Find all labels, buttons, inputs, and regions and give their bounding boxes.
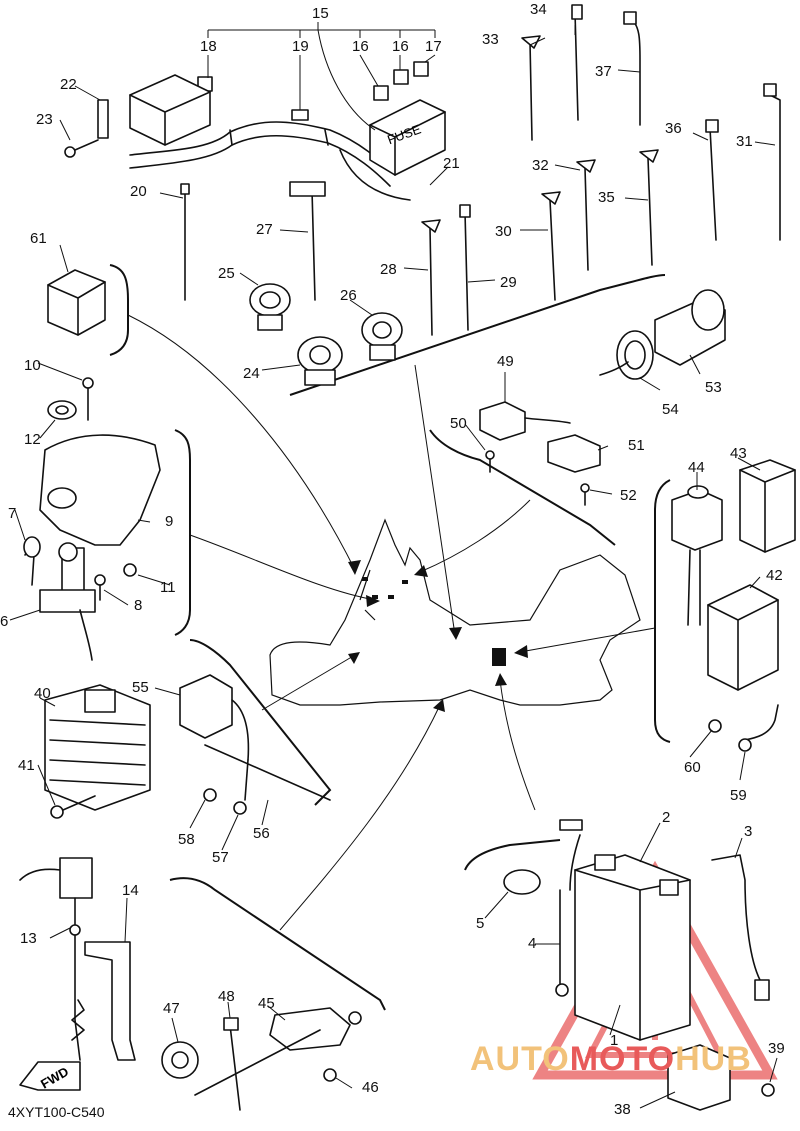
relay-38 — [667, 1044, 775, 1111]
drawing-code: 4XYT100-C540 — [8, 1104, 105, 1120]
part-number-label: 16 — [352, 38, 369, 55]
part-number-label: 16 — [392, 38, 409, 55]
part-number-label: 34 — [530, 1, 547, 18]
part-number-label: 51 — [628, 437, 645, 454]
part-number-label: 53 — [705, 379, 722, 396]
part-number-label: 9 — [165, 513, 173, 530]
part-number-label: 8 — [134, 597, 142, 614]
part-number-label: 54 — [662, 401, 679, 418]
leader-arrows — [127, 314, 656, 931]
part-number-label: 7 — [8, 505, 16, 522]
part-number-label: 25 — [218, 265, 235, 282]
part-number-label: 13 — [20, 930, 37, 947]
group-brackets — [109, 264, 671, 1011]
sensor-group — [179, 674, 331, 815]
motorcycle-silhouette — [269, 518, 641, 706]
part-number-label: 35 — [598, 189, 615, 206]
watermark-part2: MOTO — [569, 1040, 676, 1078]
part-number-label: 14 — [122, 882, 139, 899]
part-number-label: 18 — [200, 38, 217, 55]
part-number-label: 46 — [362, 1079, 379, 1096]
part-number-label: 5 — [476, 915, 484, 932]
fuse-17 — [413, 61, 429, 77]
switches-and-socket — [479, 289, 726, 506]
cable-ties — [180, 4, 781, 336]
part-number-label: 22 — [60, 76, 77, 93]
part-number-label: 17 — [425, 38, 442, 55]
part-number-label: 43 — [730, 445, 747, 462]
part-number-label: 52 — [620, 487, 637, 504]
main-switch-group — [23, 377, 161, 661]
part-number-label: 12 — [24, 431, 41, 448]
relay-61 — [47, 269, 106, 336]
part-number-label: 26 — [340, 287, 357, 304]
part-number-label: 49 — [497, 353, 514, 370]
part-number-label: 47 — [163, 1000, 180, 1017]
fuse-bracket — [207, 22, 436, 38]
part-number-label: 23 — [36, 111, 53, 128]
part-number-label: 41 — [18, 757, 35, 774]
part-number-label: 27 — [256, 221, 273, 238]
part-number-label: 36 — [665, 120, 682, 137]
wire-harness: FUSE — [129, 61, 446, 201]
part-number-label: 11 — [160, 579, 176, 596]
watermark-part3: HUB — [675, 1040, 752, 1078]
part-number-label: 39 — [768, 1040, 785, 1057]
starter-relay — [64, 74, 211, 158]
part-number-label: 21 — [443, 155, 460, 172]
relays-right — [671, 459, 796, 752]
fuse-16b — [393, 69, 409, 85]
neutral-switch-group — [19, 857, 136, 1061]
part-number-label: 60 — [684, 759, 701, 776]
watermark-part1: AUTO — [470, 1040, 570, 1078]
part-number-label: 42 — [766, 567, 783, 584]
battery-location-marker — [492, 648, 506, 666]
part-number-label: 29 — [500, 274, 517, 291]
part-number-label: 59 — [730, 787, 747, 804]
part-number-label: 19 — [292, 38, 309, 55]
part-number-label: 56 — [253, 825, 270, 842]
part-number-label: 37 — [595, 63, 612, 80]
part-number-label: 40 — [34, 685, 51, 702]
battery-group — [503, 819, 770, 1041]
number-leaders — [9, 25, 778, 1109]
part-number-label: 45 — [258, 995, 275, 1012]
part-number-label: 61 — [30, 230, 47, 247]
clamps — [249, 283, 403, 386]
part-number-label: 28 — [380, 261, 397, 278]
part-number-label: 6 — [0, 613, 8, 630]
sidestand-switch-group — [161, 1007, 362, 1111]
part-number-label: 4 — [528, 935, 536, 952]
part-number-label: 15 — [312, 5, 329, 22]
part-number-label: 3 — [744, 823, 752, 840]
fuse-16a — [373, 85, 389, 101]
part-number-label: 1 — [610, 1032, 618, 1049]
part-number-label: 32 — [532, 157, 549, 174]
part-number-label: 24 — [243, 365, 260, 382]
part-number-label: 48 — [218, 988, 235, 1005]
part-number-label: 10 — [24, 357, 41, 374]
part-number-label: 33 — [482, 31, 499, 48]
fuse-19 — [291, 109, 309, 121]
part-number-label: 31 — [736, 133, 753, 150]
part-number-label: 2 — [662, 809, 670, 826]
part-number-label: 30 — [495, 223, 512, 240]
part-number-label: 50 — [450, 415, 467, 432]
part-number-label: 57 — [212, 849, 229, 866]
forward-arrow: FWD — [19, 1061, 81, 1092]
watermark-text: AUTOMOTOHUB — [470, 1040, 752, 1079]
part-number-label: 44 — [688, 459, 705, 476]
part-number-label: 20 — [130, 183, 147, 200]
rectifier-regulator — [44, 684, 151, 819]
part-number-label: 55 — [132, 679, 149, 696]
part-number-label: 38 — [614, 1101, 631, 1118]
part-number-label: 58 — [178, 831, 195, 848]
